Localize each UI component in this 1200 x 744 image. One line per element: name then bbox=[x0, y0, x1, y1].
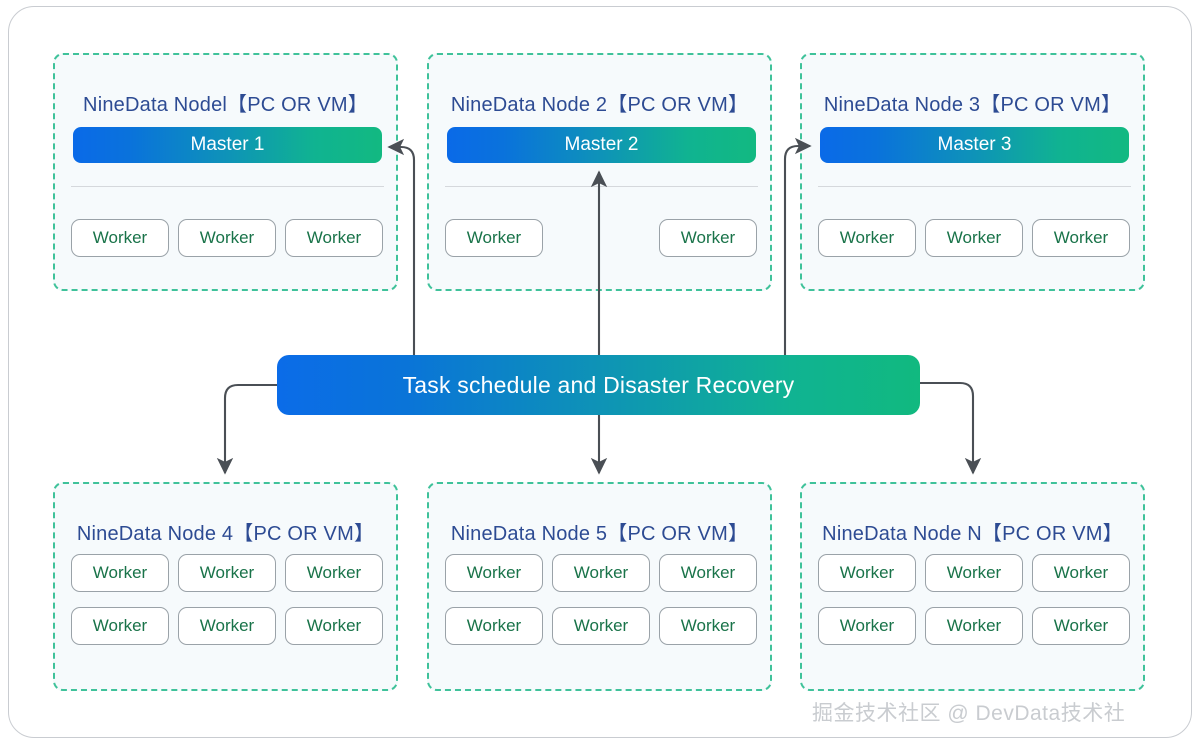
node-box-2[interactable]: NineData Node 2【PC OR VM】 Master 2 Worke… bbox=[427, 53, 772, 291]
worker-pill[interactable]: Worker bbox=[445, 219, 543, 257]
watermark-text: 掘金技术社区 @ DevData技术社 bbox=[812, 702, 1126, 725]
node-box-n[interactable]: NineData Node N【PC OR VM】 Worker Worker … bbox=[800, 482, 1145, 691]
worker-pill[interactable]: Worker bbox=[659, 554, 757, 592]
worker-pill[interactable]: Worker bbox=[818, 607, 916, 645]
master-bar-3[interactable]: Master 3 bbox=[820, 127, 1129, 163]
worker-pill[interactable]: Worker bbox=[1032, 554, 1130, 592]
node-title-4: NineData Node 4【PC OR VM】 bbox=[76, 523, 375, 545]
worker-pill[interactable]: Worker bbox=[925, 219, 1023, 257]
worker-pill[interactable]: Worker bbox=[659, 219, 757, 257]
worker-pill[interactable]: Worker bbox=[285, 554, 383, 592]
worker-pill[interactable]: Worker bbox=[925, 554, 1023, 592]
node-box-3[interactable]: NineData Node 3【PC OR VM】 Master 3 Worke… bbox=[800, 53, 1145, 291]
node-divider-3 bbox=[818, 186, 1131, 187]
node-title-1: NineData Nodel【PC OR VM】 bbox=[83, 94, 368, 116]
worker-pill[interactable]: Worker bbox=[178, 219, 276, 257]
worker-pill[interactable]: Worker bbox=[1032, 219, 1130, 257]
worker-pill[interactable]: Worker bbox=[659, 607, 757, 645]
worker-pill[interactable]: Worker bbox=[178, 607, 276, 645]
node-divider-1 bbox=[71, 186, 384, 187]
worker-pill[interactable]: Worker bbox=[445, 607, 543, 645]
node-box-5[interactable]: NineData Node 5【PC OR VM】 Worker Worker … bbox=[427, 482, 772, 691]
worker-pill[interactable]: Worker bbox=[285, 607, 383, 645]
worker-pill[interactable]: Worker bbox=[285, 219, 383, 257]
node-title-5: NineData Node 5【PC OR VM】 bbox=[450, 523, 749, 545]
node-box-1[interactable]: NineData Nodel【PC OR VM】 Master 1 Worker… bbox=[53, 53, 398, 291]
master-bar-1[interactable]: Master 1 bbox=[73, 127, 382, 163]
task-scheduler-bar[interactable]: Task schedule and Disaster Recovery bbox=[277, 355, 920, 415]
node-title-3: NineData Node 3【PC OR VM】 bbox=[823, 94, 1122, 116]
master-bar-2[interactable]: Master 2 bbox=[447, 127, 756, 163]
worker-pill[interactable]: Worker bbox=[552, 607, 650, 645]
node-title-2: NineData Node 2【PC OR VM】 bbox=[450, 94, 749, 116]
worker-pill[interactable]: Worker bbox=[445, 554, 543, 592]
worker-pill[interactable]: Worker bbox=[71, 554, 169, 592]
node-title-n: NineData Node N【PC OR VM】 bbox=[822, 523, 1123, 545]
worker-pill[interactable]: Worker bbox=[71, 607, 169, 645]
node-box-4[interactable]: NineData Node 4【PC OR VM】 Worker Worker … bbox=[53, 482, 398, 691]
worker-pill[interactable]: Worker bbox=[818, 219, 916, 257]
worker-pill[interactable]: Worker bbox=[71, 219, 169, 257]
worker-pill[interactable]: Worker bbox=[1032, 607, 1130, 645]
node-divider-2 bbox=[445, 186, 758, 187]
worker-pill[interactable]: Worker bbox=[925, 607, 1023, 645]
worker-pill[interactable]: Worker bbox=[178, 554, 276, 592]
worker-pill[interactable]: Worker bbox=[552, 554, 650, 592]
worker-pill[interactable]: Worker bbox=[818, 554, 916, 592]
